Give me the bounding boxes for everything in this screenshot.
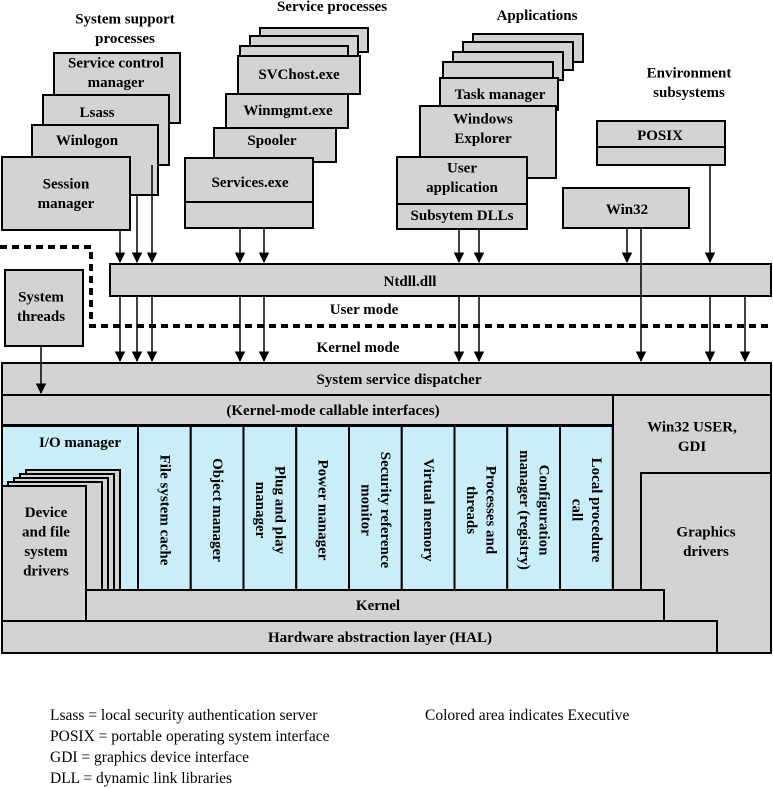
legend-lsass: Lsass = local security authentication se… [50,707,318,724]
task-manager-label: Task manager [455,87,546,103]
executive-component-label-6: Processes andthreads [463,466,499,555]
kernel-label: Kernel [356,598,400,614]
callable-interfaces-label: (Kernel-mode callable interfaces) [226,403,439,419]
task-manager-box [439,77,559,111]
winmgmt-label: Winmgmt.exe [243,103,333,119]
winlogon-label: Winlogon [56,133,119,149]
system-threads-box [4,269,84,347]
executive-component-label-3: Power manager [315,460,331,561]
win32-label: Win32 [606,202,648,218]
user-mode-label: User mode [330,302,399,318]
win32-box [562,187,690,229]
device-drivers-box [1,485,87,625]
hal-box [1,620,718,654]
services-exe-label: Services.exe [211,175,288,191]
executive-component-label-8: Local procedurecall [569,458,605,563]
executive-component-label-1: Object manager [209,458,225,562]
executive-component-label-2: Plug and playmanager [252,466,288,555]
winmgmt-box [225,93,349,129]
legend-dll: DLL = dynamic link libraries [50,770,233,787]
executive-component-box-0 [137,425,192,591]
services-exe-box [184,157,314,229]
lsass-label: Lsass [79,105,114,121]
ntdll-label: Ntdll.dll [384,274,437,290]
legend-colored: Colored area indicates Executive [425,707,630,724]
subsystem-dlls-label: Subsytem DLLs [411,208,514,224]
legend-gdi: GDI = graphics device interface [50,749,249,766]
system-service-dispatcher-box [1,362,772,396]
posix-box [596,120,726,166]
executive-component-label-5: Virtual memory [420,458,436,562]
spooler-label: Spooler [247,133,297,149]
legend-posix: POSIX = portable operating system interf… [50,728,330,745]
io-manager-label: I/O manager [39,435,121,451]
heading-service-processes: Service processes [277,0,387,15]
hal-label: Hardware abstraction layer (HAL) [268,630,492,646]
executive-component-label-7: Configurationmanager (registry) [516,450,552,570]
executive-component-label-4: Security referencemonitor [358,452,394,569]
executive-component-box-7 [506,425,561,591]
legend-abbreviations: Lsass = local security authentication se… [50,705,329,789]
user-kernel-boundary [0,245,773,328]
heading-applications: Applications [497,8,578,24]
user-application-box [396,156,528,230]
svchost-label: SVChost.exe [258,67,340,83]
legend-executive-note: Colored area indicates Executive [425,705,629,726]
executive-component-label-0: File system cache [156,455,172,566]
kernel-mode-label: Kernel mode [317,340,400,356]
ntdll-box [109,263,772,297]
session-manager-box [1,156,131,231]
kernel-box [85,589,665,622]
system-service-dispatcher-label: System service dispatcher [317,372,482,388]
win32-user-gdi-label: Win32 USER,GDI [647,419,737,455]
executive-component-box-8 [559,425,614,591]
posix-label: POSIX [637,128,683,144]
